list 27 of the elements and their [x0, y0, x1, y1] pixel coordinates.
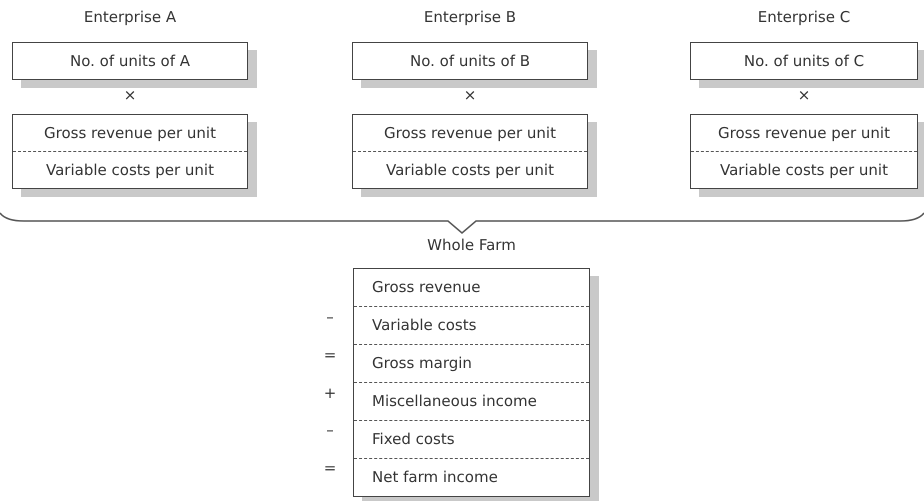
row-label: Gross revenue per unit: [43, 123, 217, 144]
operator-sign: =: [322, 346, 338, 364]
row-label: Variable costs: [354, 306, 589, 344]
operator-sign: –: [325, 421, 335, 439]
operator-sign: –: [325, 308, 335, 326]
row-label: Gross revenue per unit: [717, 123, 891, 144]
heading: Whole Farm: [426, 236, 517, 254]
operator-sign: +: [322, 384, 338, 402]
box-label: No. of units of B: [408, 51, 532, 72]
row-label: Variable costs per unit: [353, 151, 587, 188]
heading: Enterprise B: [422, 8, 518, 26]
row-label: Fixed costs: [354, 420, 589, 458]
multiply-sign: ×: [462, 86, 478, 104]
heading: Enterprise C: [756, 8, 852, 26]
box-label: No. of units of C: [742, 51, 866, 72]
heading: Enterprise A: [82, 8, 178, 26]
row-label: Variable costs per unit: [13, 151, 247, 188]
row-label: Miscellaneous income: [354, 382, 589, 420]
row-label: Gross revenue: [371, 277, 482, 298]
multiply-sign: ×: [122, 86, 138, 104]
row-label: Gross revenue per unit: [383, 123, 557, 144]
row-label: Variable costs per unit: [691, 151, 917, 188]
operator-sign: =: [322, 459, 338, 477]
row-label: Gross margin: [354, 344, 589, 382]
multiply-sign: ×: [796, 86, 812, 104]
box-label: No. of units of A: [68, 51, 192, 72]
row-label: Net farm income: [354, 458, 589, 496]
